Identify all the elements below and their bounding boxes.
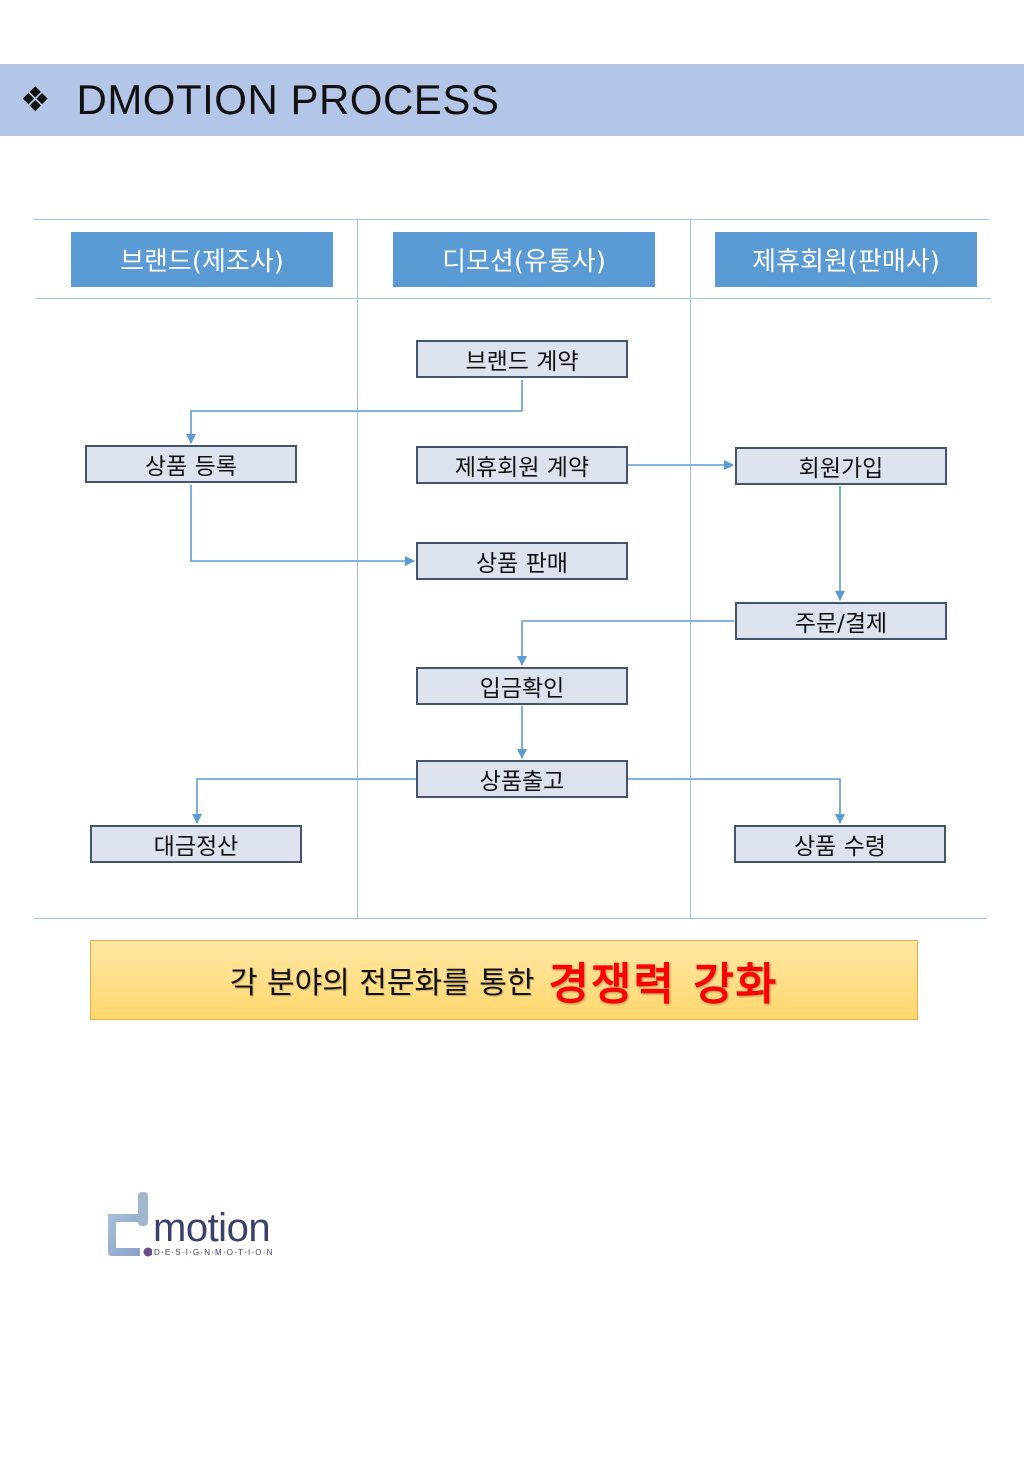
column-header-brand: 브랜드(제조사): [71, 232, 333, 287]
column-header-dmotion: 디모션(유통사): [393, 232, 655, 287]
node-settlement: 대금정산: [90, 825, 302, 863]
node-product-sale: 상품 판매: [416, 542, 628, 580]
header-bottom-line: [36, 298, 991, 299]
logo-tagline: D·E·S·I·G·N·M·O·T·I·O·N: [154, 1248, 274, 1257]
column-divider-2: [690, 219, 691, 919]
column-header-partner: 제휴회원(판매사): [715, 232, 977, 287]
node-product-shipping: 상품출고: [416, 760, 628, 798]
node-product-register: 상품 등록: [85, 445, 297, 483]
dmotion-logo: motion D·E·S·I·G·N·M·O·T·I·O·N: [100, 1190, 290, 1260]
arrow-order-to-confirm: [517, 620, 734, 666]
arrow-register-to-sale: [190, 485, 415, 566]
arrow-shipping-to-receipt: [628, 778, 845, 824]
title-bar: ❖ DMOTION PROCESS: [0, 64, 1024, 136]
diamond-ornament-icon: ❖: [20, 80, 51, 120]
summary-banner: 각 분야의 전문화를 통한 경쟁력 강화: [90, 940, 918, 1020]
logo-wordmark: motion: [153, 1206, 271, 1250]
table-bottom-line: [34, 918, 987, 919]
node-partner-contract: 제휴회원 계약: [416, 446, 628, 484]
node-payment-confirm: 입금확인: [416, 667, 628, 705]
node-product-receipt: 상품 수령: [734, 825, 946, 863]
arrow-shipping-to-settlement: [192, 778, 416, 824]
page-title: DMOTION PROCESS: [76, 76, 500, 123]
arrow-brand-contract-to-register: [186, 380, 523, 444]
node-member-join: 회원가입: [735, 447, 947, 485]
node-order-payment: 주문/결제: [735, 602, 947, 640]
logo-mark-icon: [108, 1192, 152, 1257]
table-top-line: [34, 219, 989, 220]
node-brand-contract: 브랜드 계약: [416, 340, 628, 378]
column-divider-1: [357, 219, 358, 919]
banner-highlight: 경쟁력 강화: [548, 959, 779, 1010]
banner-text: 각 분야의 전문화를 통한: [229, 966, 535, 1001]
